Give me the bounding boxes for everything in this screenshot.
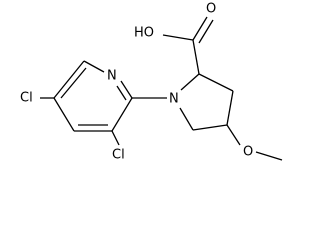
bond-c5-c6-inner bbox=[60, 67, 87, 99]
atom-label-n-pyridine: N bbox=[107, 69, 117, 84]
bond-c2p-c3p bbox=[198, 73, 234, 92]
bond-c2p-carboxyl-c bbox=[192, 39, 200, 75]
bond-n1-c2 bbox=[120, 80, 133, 99]
bond-c2-c3 bbox=[111, 97, 133, 132]
atom-label-cl-bottom: Cl bbox=[112, 148, 125, 163]
atom-label-n-pyrrolidine: N bbox=[169, 92, 179, 107]
bond-carboxyl-c-oh bbox=[162, 34, 194, 41]
chemical-structure-diagram: N N Cl Cl O O HO bbox=[20, 2, 283, 163]
methoxy-group bbox=[226, 124, 283, 161]
bond-c4-c5 bbox=[53, 97, 75, 132]
bond-c6-n1 bbox=[83, 60, 105, 73]
pyrrolidine-ring bbox=[179, 73, 234, 131]
bond-carboxyl-c-o-2 bbox=[198, 19, 214, 44]
pyridine-ring bbox=[53, 60, 133, 132]
bond-n-c2p bbox=[180, 73, 200, 91]
carboxylic-acid-group bbox=[162, 16, 214, 75]
bond-c3p-c4p bbox=[226, 90, 234, 126]
atom-label-o-methoxy: O bbox=[243, 145, 253, 160]
bond-n1-c2-inner bbox=[116, 85, 127, 101]
atom-label-o-carbonyl: O bbox=[206, 2, 216, 17]
bond-carboxyl-c-o-1 bbox=[192, 16, 208, 41]
bond-c5-c6 bbox=[53, 60, 85, 99]
bond-o-ch3 bbox=[255, 151, 283, 161]
bond-c4p-o bbox=[226, 124, 241, 146]
bond-c3-cl bbox=[111, 130, 120, 146]
bond-c4p-c5p bbox=[192, 124, 228, 131]
atom-label-hydroxyl: HO bbox=[134, 26, 154, 41]
atom-label-cl-top: Cl bbox=[20, 91, 33, 106]
bond-c5p-n bbox=[179, 107, 194, 131]
